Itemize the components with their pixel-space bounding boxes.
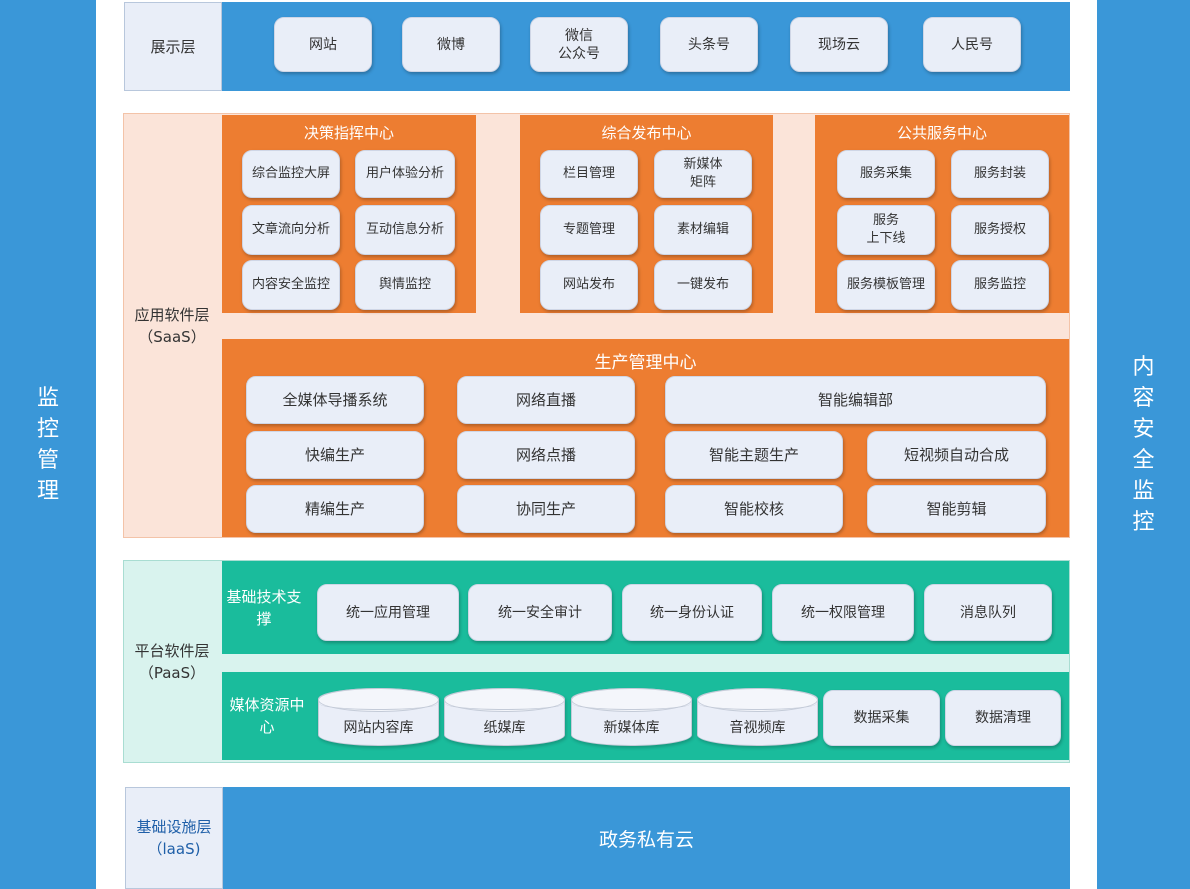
platform-layer-label: 平台软件层 （PaaS）	[134, 641, 210, 682]
monitoring-management-bar: 监控管理	[0, 0, 96, 889]
service-item: 服务封装	[951, 150, 1049, 198]
decision-item: 文章流向分析	[242, 205, 340, 255]
app-layer-label: 应用软件层 （SaaS）	[134, 305, 210, 346]
service-center-title: 公共服务中心	[896, 124, 987, 142]
display-item-weibo: 微博	[402, 17, 500, 72]
decision-item: 内容安全监控	[242, 260, 340, 310]
db-label: 网站内容库	[343, 720, 414, 736]
service-item: 服务采集	[837, 150, 935, 198]
content-security-bar: 内容安全监控	[1097, 0, 1190, 889]
infra-layer-label: 基础设施层 （laaS)	[125, 787, 223, 889]
publish-item: 栏目管理	[540, 150, 638, 198]
gov-private-cloud: 政务私有云	[598, 828, 694, 851]
database-new-media: 新媒体库	[571, 688, 692, 746]
production-center-title: 生产管理中心	[594, 353, 697, 373]
display-item-wechat: 微信 公众号	[530, 17, 628, 72]
decision-item: 用户体验分析	[355, 150, 455, 198]
publish-item: 素材编辑	[654, 205, 752, 255]
production-item: 智能编辑部	[665, 376, 1046, 424]
service-item: 服务授权	[951, 205, 1049, 255]
media-item-data-collection: 数据采集	[823, 690, 940, 746]
publish-center-title: 综合发布中心	[601, 124, 692, 142]
production-item: 智能主题生产	[665, 431, 843, 479]
tech-item: 统一应用管理	[317, 584, 459, 641]
decision-center-title: 决策指挥中心	[303, 124, 394, 142]
tech-support-title: 基础技术支 撑	[226, 587, 302, 628]
media-resource-title: 媒体资源中 心	[229, 696, 305, 736]
publish-item: 专题管理	[540, 205, 638, 255]
display-layer-label: 展示层	[124, 2, 222, 91]
display-item-toutiao: 头条号	[660, 17, 758, 72]
publish-item: 一键发布	[654, 260, 752, 310]
content-security-label: 内容安全监控	[1132, 354, 1155, 535]
publish-item: 网站发布	[540, 260, 638, 310]
service-item: 服务模板管理	[837, 260, 935, 310]
database-website-content: 网站内容库	[318, 688, 439, 746]
decision-item: 综合监控大屏	[242, 150, 340, 198]
media-item-data-cleaning: 数据清理	[945, 690, 1061, 746]
display-item-website: 网站	[274, 17, 372, 72]
db-label: 音视频库	[729, 720, 786, 736]
display-item-xianchangyun: 现场云	[790, 17, 888, 72]
tech-item: 统一安全审计	[468, 584, 612, 641]
production-item: 网络点播	[457, 431, 635, 479]
db-label: 纸媒库	[483, 720, 526, 736]
database-audio-video: 音视频库	[697, 688, 818, 746]
production-item: 智能校核	[665, 485, 843, 533]
display-item-renminhao: 人民号	[923, 17, 1021, 72]
infra-layer	[125, 787, 1070, 889]
db-label: 新媒体库	[603, 720, 660, 736]
tech-item: 消息队列	[924, 584, 1052, 641]
production-item: 短视频自动合成	[867, 431, 1046, 479]
production-item: 协同生产	[457, 485, 635, 533]
publish-item: 新媒体 矩阵	[654, 150, 752, 198]
production-item: 精编生产	[246, 485, 424, 533]
production-item: 快编生产	[246, 431, 424, 479]
decision-item: 舆情监控	[355, 260, 455, 310]
production-item: 智能剪辑	[867, 485, 1046, 533]
database-print-media: 纸媒库	[444, 688, 565, 746]
decision-item: 互动信息分析	[355, 205, 455, 255]
service-item: 服务 上下线	[837, 205, 935, 255]
production-item: 网络直播	[457, 376, 635, 424]
service-item: 服务监控	[951, 260, 1049, 310]
tech-item: 统一身份认证	[622, 584, 762, 641]
production-item: 全媒体导播系统	[246, 376, 424, 424]
tech-item: 统一权限管理	[772, 584, 914, 641]
monitoring-management-label: 监控管理	[36, 385, 59, 504]
